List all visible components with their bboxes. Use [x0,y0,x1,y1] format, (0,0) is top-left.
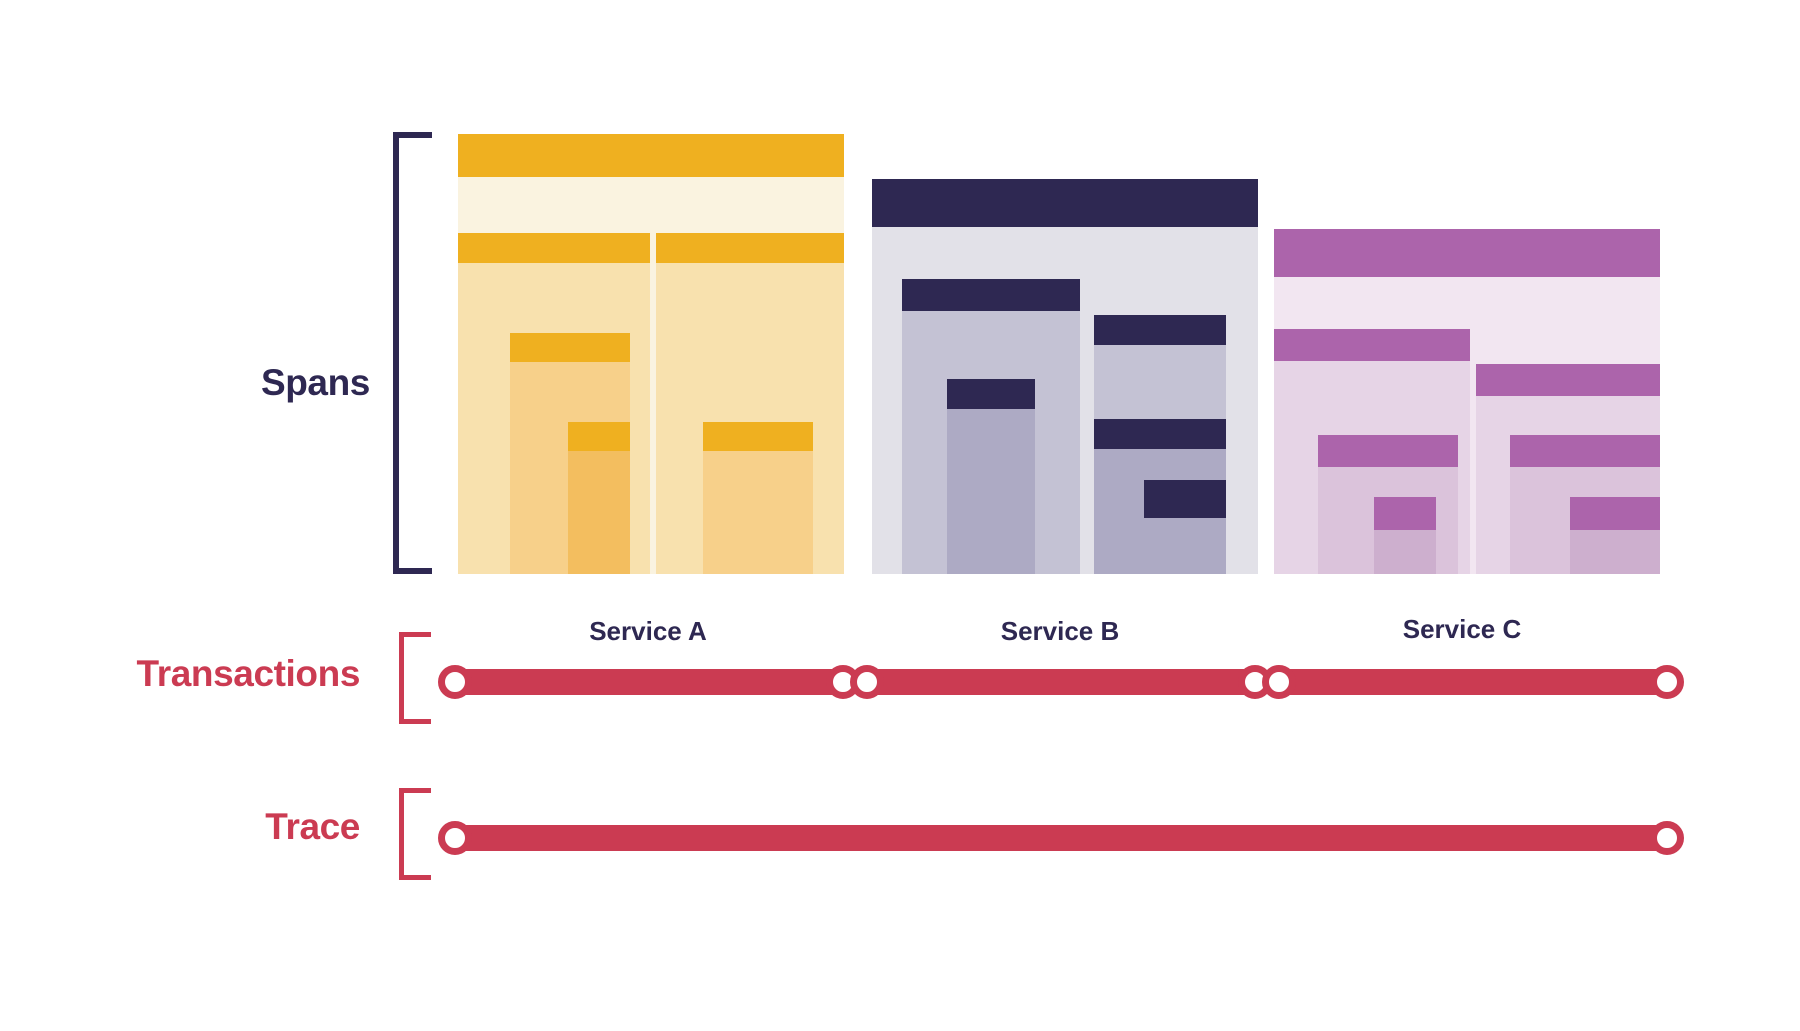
trace-node-1-end[interactable] [1650,821,1684,855]
service-c-caption: Service C [1402,614,1522,644]
trace-bracket [399,788,431,880]
span-c-6[interactable] [1374,497,1436,574]
span-b-6-head [1144,480,1226,518]
service-a-caption: Service A [589,616,707,646]
span-a-1-head [458,134,844,177]
span-a-5[interactable] [568,422,630,574]
trace-node-1-start[interactable] [438,821,472,855]
span-a-3-head [656,233,844,263]
span-c-3-head [1476,364,1660,396]
trace-row-label: Trace [265,806,360,847]
span-b-5-head [1094,419,1226,449]
span-b-6[interactable] [1144,480,1226,574]
span-c-5-head [1510,435,1660,467]
transaction-node-3-start[interactable] [1262,665,1296,699]
trace-segment[interactable] [455,825,1667,851]
service-b-span-group [872,179,1258,574]
spans-area [458,134,1660,574]
transaction-node-2-start[interactable] [850,665,884,699]
span-c-2-head [1274,329,1470,361]
service-c-span-group [1274,229,1660,574]
spans-row-label: Spans [260,362,370,403]
transaction-segment-b[interactable] [867,669,1255,695]
span-a-2-head [458,233,650,263]
span-b-1-head [872,179,1258,227]
transaction-segment-c[interactable] [1279,669,1667,695]
span-c-1-head [1274,229,1660,277]
transaction-segment-a[interactable] [455,669,843,695]
span-a-6-head [703,422,813,451]
span-c-7[interactable] [1570,497,1660,574]
transaction-node-3-end[interactable] [1650,665,1684,699]
span-c-6-head [1374,497,1436,530]
service-a-span-group [458,134,844,574]
span-b-4-head [1094,315,1226,345]
span-b-3[interactable] [947,379,1035,574]
span-c-7-head [1570,497,1660,530]
span-b-3-head [947,379,1035,409]
transactions-row-label: Transactions [136,653,361,694]
span-a-5-head [568,422,630,451]
span-a-4-head [510,333,630,362]
span-b-2-head [902,279,1080,311]
span-a-6[interactable] [703,422,813,574]
spans-bracket [393,132,432,574]
service-b-caption: Service B [1000,616,1120,646]
transactions-bracket [399,632,431,724]
span-c-4-head [1318,435,1458,467]
transaction-node-1-start[interactable] [438,665,472,699]
